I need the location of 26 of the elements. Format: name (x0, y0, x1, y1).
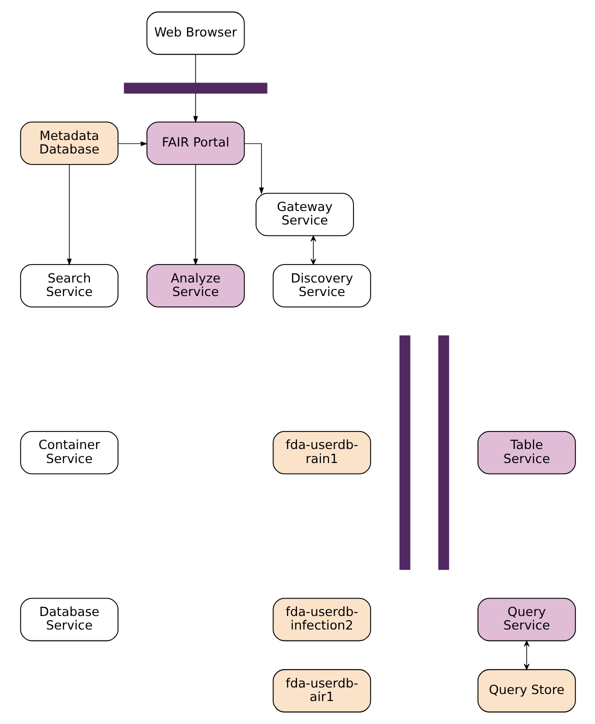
node-box: FAIR Portal (146, 122, 244, 165)
node-box: Analyze Service (146, 264, 244, 308)
arrow (66, 164, 72, 266)
connector (194, 54, 196, 84)
node-box: Discovery Service (272, 264, 371, 308)
node-box: Table Service (477, 431, 576, 474)
node-box: fda-userdb-infection2 (272, 598, 371, 642)
arrow (244, 143, 264, 194)
node-box: Metadata Database (20, 122, 118, 165)
node-box: Database Service (20, 598, 118, 642)
node-box: Search Service (20, 264, 118, 308)
node-bar (398, 335, 410, 570)
node-box: Gateway Service (255, 192, 354, 236)
arrow (310, 236, 316, 265)
arrow (192, 92, 198, 123)
node-box: fda-userdb-rain1 (272, 431, 371, 474)
node-bar (123, 82, 267, 94)
node-box: Query Store (477, 669, 576, 712)
arrow (523, 640, 529, 670)
node-bar (438, 335, 449, 570)
arrow (192, 164, 198, 266)
node-box: Container Service (20, 431, 118, 474)
node-box: Query Service (477, 598, 576, 642)
arrow (117, 141, 148, 146)
node-box: Web Browser (146, 12, 244, 55)
node-box: fda-userdb-air1 (272, 669, 371, 712)
